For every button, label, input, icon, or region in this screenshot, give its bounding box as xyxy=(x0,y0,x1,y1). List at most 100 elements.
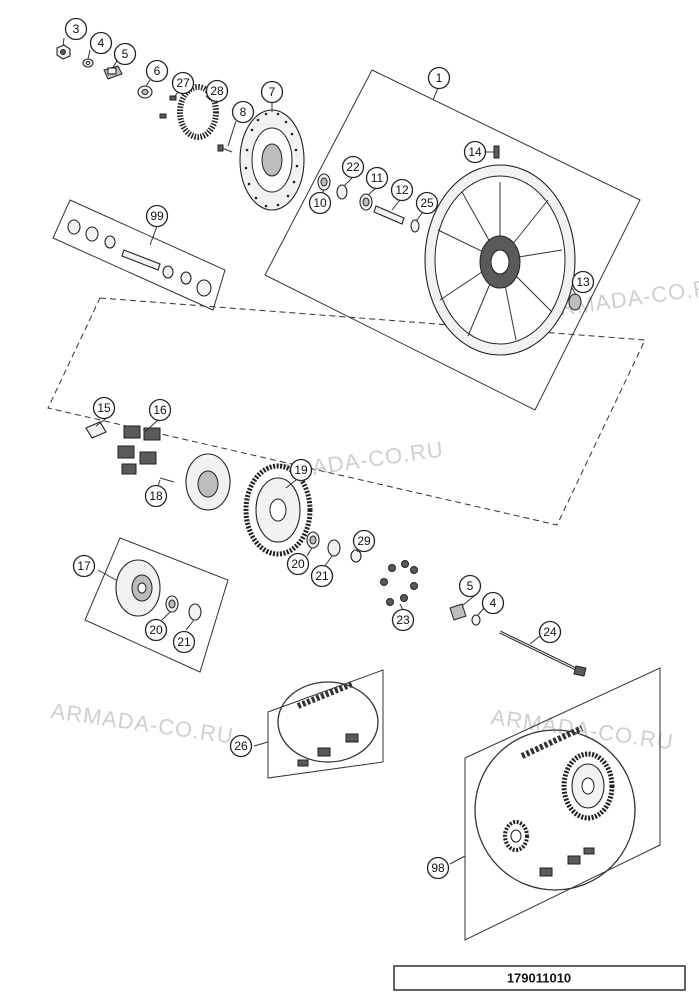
svg-text:6: 6 xyxy=(154,64,161,78)
chain-kit-98 xyxy=(474,725,636,891)
callout-21-hub: 21 xyxy=(310,564,334,588)
callout-20-hub: 20 xyxy=(286,552,310,576)
svg-text:14: 14 xyxy=(468,145,482,159)
bolt-8 xyxy=(217,144,233,153)
chain-adjuster-5b xyxy=(449,603,467,621)
collar-nuts-23 xyxy=(380,560,418,606)
washer-4b xyxy=(471,614,481,626)
svg-text:20: 20 xyxy=(291,557,305,571)
svg-text:13: 13 xyxy=(576,275,590,289)
bearing-11 xyxy=(359,193,373,211)
callout-21-hub17: 21 xyxy=(172,630,196,654)
callout-14: 14 xyxy=(463,140,487,164)
callout-28: 28 xyxy=(205,79,229,103)
drawing-number-box: 179011010 xyxy=(393,965,686,991)
kit-99-frame xyxy=(52,199,226,311)
svg-text:11: 11 xyxy=(371,171,384,185)
callout-98: 98 xyxy=(426,856,450,880)
svg-text:24: 24 xyxy=(543,625,557,639)
bearing-20-hub xyxy=(306,531,320,549)
svg-text:5: 5 xyxy=(467,579,474,593)
spacer-13 xyxy=(568,293,582,311)
callout-5: 5 xyxy=(113,42,137,66)
spacer-15 xyxy=(85,421,107,439)
svg-text:20: 20 xyxy=(149,623,163,637)
svg-text:8: 8 xyxy=(240,105,247,119)
svg-text:5: 5 xyxy=(122,47,129,61)
svg-text:12: 12 xyxy=(395,183,409,197)
callout-22: 22 xyxy=(341,155,365,179)
screw-27 xyxy=(159,95,177,119)
callout-26: 26 xyxy=(229,734,253,758)
svg-text:21: 21 xyxy=(315,569,329,583)
rear-hub-17 xyxy=(115,559,161,617)
svg-text:10: 10 xyxy=(313,196,327,210)
callout-1: 1 xyxy=(427,66,451,90)
callout-24: 24 xyxy=(538,620,562,644)
drawing-number: 179011010 xyxy=(507,971,571,986)
callout-15: 15 xyxy=(92,396,116,420)
svg-text:4: 4 xyxy=(98,36,105,50)
ring-29 xyxy=(350,549,362,563)
bearing-10 xyxy=(317,173,331,191)
callout-8: 8 xyxy=(231,100,255,124)
rim-1 xyxy=(424,164,576,356)
callout-7: 7 xyxy=(260,80,284,104)
seal-21-hub xyxy=(327,539,341,557)
callout-5b: 5 xyxy=(458,574,482,598)
washer-4 xyxy=(82,58,94,68)
svg-text:22: 22 xyxy=(346,160,360,174)
callout-19: 19 xyxy=(289,458,313,482)
svg-text:15: 15 xyxy=(97,401,111,415)
svg-text:98: 98 xyxy=(431,861,445,875)
damper-rubber-16 xyxy=(117,425,161,475)
svg-text:23: 23 xyxy=(396,613,410,627)
callout-16: 16 xyxy=(148,398,172,422)
svg-text:18: 18 xyxy=(149,489,163,503)
svg-text:21: 21 xyxy=(177,635,191,649)
svg-text:29: 29 xyxy=(357,534,371,548)
callout-12: 12 xyxy=(390,178,414,202)
wheel-group-frame xyxy=(264,69,641,411)
svg-text:7: 7 xyxy=(269,85,276,99)
svg-text:4: 4 xyxy=(490,596,497,610)
callout-17: 17 xyxy=(72,554,96,578)
sprocket-carrier xyxy=(185,453,231,511)
seal-22 xyxy=(336,184,348,200)
svg-text:28: 28 xyxy=(210,84,224,98)
callout-3: 3 xyxy=(64,17,88,41)
svg-text:3: 3 xyxy=(73,22,80,36)
callout-27: 27 xyxy=(171,71,195,95)
callout-99: 99 xyxy=(145,204,169,228)
hub-group-dashed-frame xyxy=(47,297,646,526)
chain-kit-98-frame xyxy=(464,667,661,941)
svg-text:26: 26 xyxy=(234,739,248,753)
axle-24 xyxy=(499,630,587,677)
spacer-tube-12 xyxy=(373,205,405,225)
bearing-20-hub17 xyxy=(165,595,179,613)
callout-4b: 4 xyxy=(481,591,505,615)
nut-3 xyxy=(56,44,71,60)
rear-sprocket-19 xyxy=(243,463,313,557)
callout-13: 13 xyxy=(571,270,595,294)
callout-11: 11 xyxy=(365,166,389,190)
ring-25 xyxy=(410,219,420,233)
watermark-3: ARMADA-CO.RU xyxy=(49,698,235,748)
hub-17-frame xyxy=(84,537,229,673)
sensor-ring-28 xyxy=(177,84,219,140)
svg-text:27: 27 xyxy=(176,76,190,90)
callout-29: 29 xyxy=(352,529,376,553)
valve-14 xyxy=(493,145,500,159)
brake-disc-7 xyxy=(239,109,305,211)
svg-text:17: 17 xyxy=(77,559,91,573)
svg-text:99: 99 xyxy=(150,209,164,223)
bolt-18 xyxy=(159,477,175,483)
callout-4: 4 xyxy=(89,31,113,55)
svg-text:16: 16 xyxy=(153,403,167,417)
leader-lines xyxy=(62,37,577,865)
callout-25: 25 xyxy=(415,191,439,215)
callout-18: 18 xyxy=(144,484,168,508)
chain-26 xyxy=(277,681,379,767)
seal-21-hub17 xyxy=(188,603,202,621)
